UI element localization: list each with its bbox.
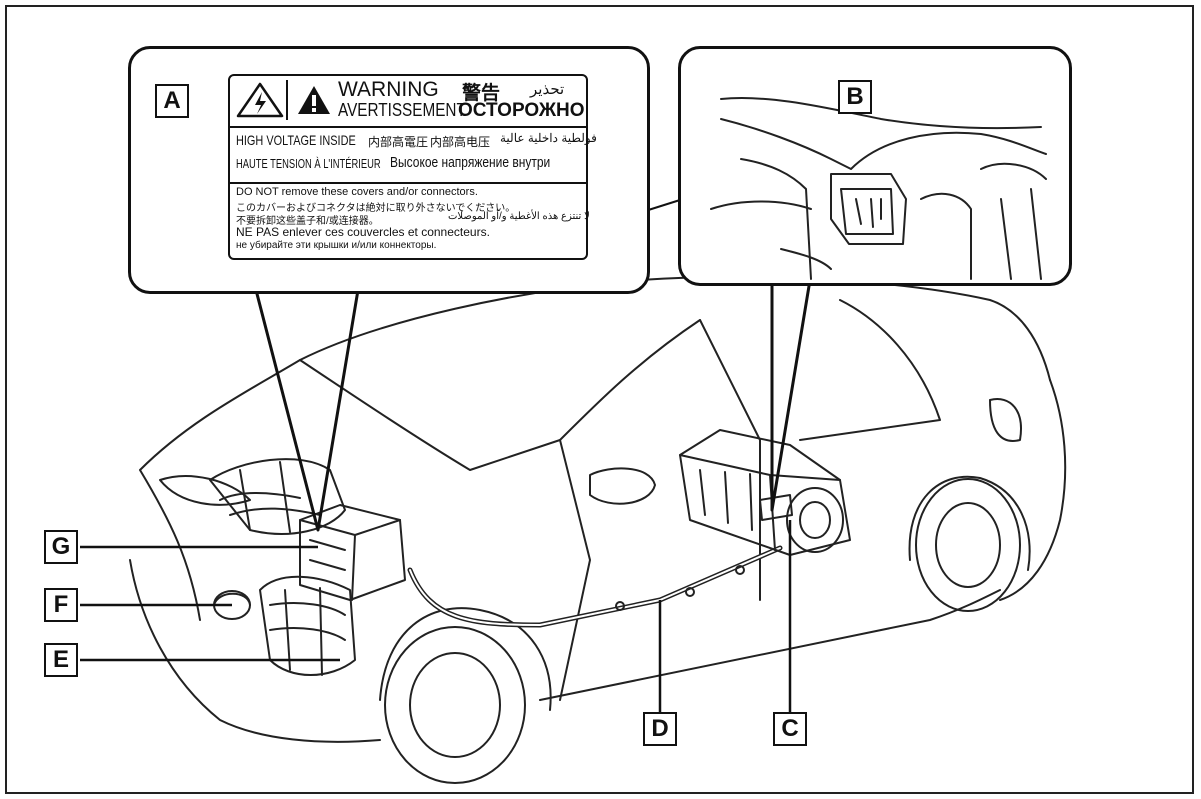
- label-hv-zh: 内部高电压: [430, 135, 491, 149]
- callout-label-e: E: [44, 643, 78, 677]
- side-mirror: [589, 467, 656, 505]
- callout-box-b: [678, 46, 1072, 286]
- rear-wheel-arch: [908, 475, 1031, 571]
- car-front-door: [559, 319, 761, 701]
- callout-label-g: G: [44, 530, 78, 564]
- battery-fan: [786, 487, 844, 553]
- front-wheel-arch: [379, 607, 552, 711]
- label-dnr-fr: NE PAS enlever ces couvercles et connect…: [236, 225, 490, 239]
- label-dnr-ar: لا تنتزع هذه الأغطية و/أو الموصلات: [448, 211, 590, 222]
- service-plug-detail: [710, 97, 1047, 280]
- callout-a-leader: [254, 289, 360, 532]
- callout-b-leader: [770, 279, 812, 512]
- label-dnr-ja: このカバーおよびコネクタは絶対に取り外さないでください。: [236, 203, 516, 214]
- callout-label-b: B: [838, 80, 872, 114]
- label-warning-ja: 警告: [462, 83, 501, 104]
- car-front-bumper: [129, 559, 381, 743]
- label-hv-ar: فولطية داخلية عالية: [500, 131, 597, 145]
- warning-label-header: WARNING AVERTISSEMENT 警告 تحذير ОСТОРОЖНО: [230, 76, 586, 128]
- label-dnr-en: DO NOT remove these covers and/or connec…: [236, 186, 478, 198]
- high-voltage-icon: [234, 80, 288, 120]
- front-wheel-inner: [409, 652, 501, 758]
- warning-triangle-icon: [296, 84, 332, 121]
- warning-label-high-voltage: HIGH VOLTAGE INSIDE 内部高電圧 内部高电压 فولطية د…: [230, 126, 597, 184]
- headlight: [159, 475, 251, 506]
- label-hv-fr: HAUTE TENSION À L'INTÉRIEUR: [236, 156, 381, 171]
- car-side-sill: [539, 589, 1001, 701]
- figure-frame: [5, 5, 1194, 794]
- label-warning-ar: تحذير: [530, 81, 565, 98]
- callout-label-f: F: [44, 588, 78, 622]
- callout-label-d: D: [643, 712, 677, 746]
- hybrid-battery: [679, 429, 851, 556]
- label-dnr-ru: не убирайте эти крышки и/или коннекторы.: [236, 240, 437, 251]
- power-control-unit: [299, 504, 406, 601]
- warning-label: WARNING AVERTISSEMENT 警告 تحذير ОСТОРОЖНО…: [228, 74, 597, 260]
- rear-wheel-outer: [915, 478, 1021, 612]
- car-rear: [999, 379, 1067, 601]
- label-hv-ja: 内部高電圧: [368, 135, 429, 149]
- transaxle: [259, 575, 356, 676]
- car-windshield: [299, 319, 701, 471]
- label-hv-ru: Высокое напряжение внутри: [390, 154, 551, 171]
- front-wheel-outer: [384, 626, 526, 784]
- label-warning-en: WARNING: [338, 78, 439, 101]
- car-rear-light: [989, 398, 1022, 442]
- rear-wheel-inner: [935, 502, 1001, 588]
- label-warning-ru: ОСТОРОЖНО: [458, 100, 585, 121]
- engine-block: [209, 458, 346, 535]
- label-hv-en: HIGH VOLTAGE INSIDE: [236, 132, 356, 148]
- car-rear-window: [799, 299, 941, 441]
- car-hood: [139, 359, 301, 621]
- callout-label-a: A: [155, 84, 189, 118]
- callout-label-c: C: [773, 712, 807, 746]
- label-warning-fr: AVERTISSEMENT: [338, 100, 466, 120]
- label-dnr-zh: 不要拆卸这些盖子和/或连接器。: [236, 216, 379, 227]
